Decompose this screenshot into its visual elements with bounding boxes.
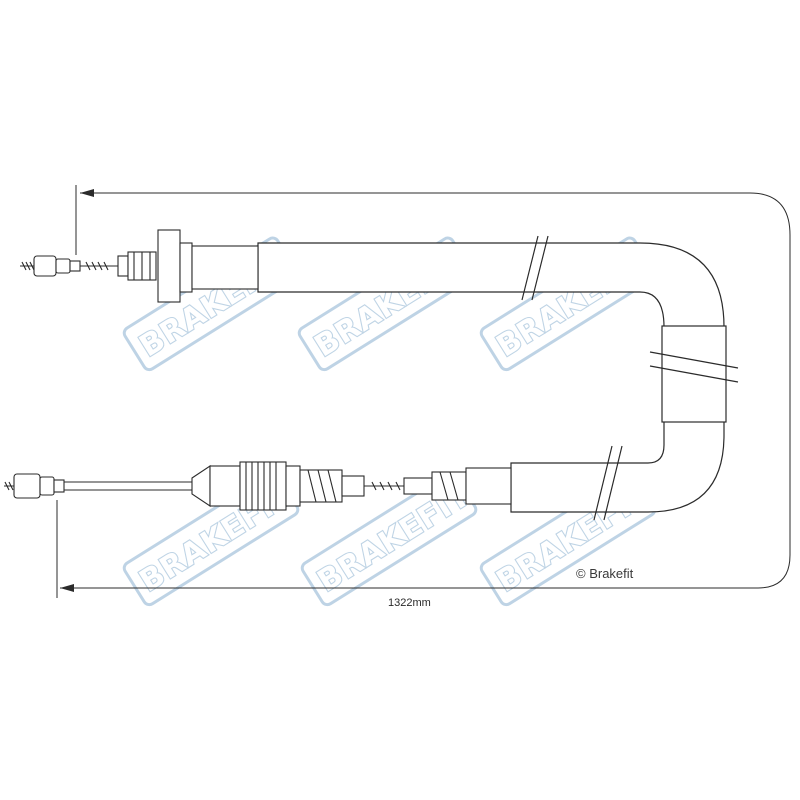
upper-reference-line [60,192,791,589]
lower-end-nipple [13,473,41,499]
upper-wire-thread [20,261,36,271]
upper-flange-bracket [157,229,181,303]
length-dimension-label: 1322mm [388,597,431,609]
copyright-notice: © Brakefit [576,566,634,581]
lower-adjuster-cone [191,464,211,508]
lower-knurled-nut [239,461,287,511]
break-marks [521,235,739,521]
upper-end-fittings [20,229,259,303]
lower-end-fittings [4,461,512,511]
upper-adjuster [117,255,129,277]
upper-arrow-head [80,189,94,197]
dimension-lines [56,185,791,598]
lower-threaded-section [299,469,343,503]
lower-ferrule [403,477,433,495]
lower-arrow-head [60,584,74,592]
sleeve-outline [257,242,725,513]
upper-end-nipple [33,255,57,277]
